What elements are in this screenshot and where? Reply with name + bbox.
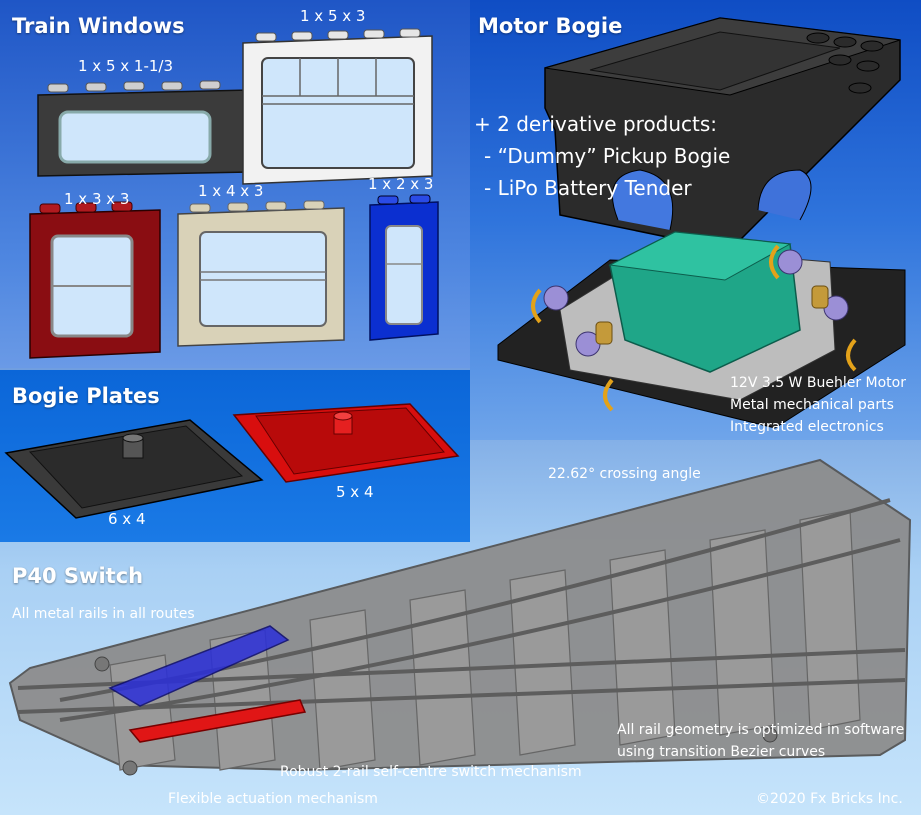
switch-blue-point bbox=[108, 625, 290, 707]
window-label-2: 1 x 5 x 3 bbox=[300, 7, 366, 25]
bogie-chassis bbox=[497, 231, 906, 429]
plate-label-5x4: 5 x 4 bbox=[336, 483, 374, 501]
switch-note-crossing-angle: 22.62° crossing angle bbox=[548, 466, 701, 482]
switch-note-metal-rails: All metal rails in all routes bbox=[12, 606, 195, 622]
window-label-1: 1 x 5 x 1-1/3 bbox=[78, 57, 174, 75]
window-label-3: 1 x 3 x 3 bbox=[64, 190, 130, 208]
bogie-plates-title: Bogie Plates bbox=[12, 384, 160, 408]
window-1x5x1 bbox=[37, 80, 251, 177]
plate-6x4 bbox=[4, 419, 264, 519]
window-label-4: 1 x 4 x 3 bbox=[198, 182, 264, 200]
train-windows-title: Train Windows bbox=[12, 14, 185, 38]
window-1x2x3 bbox=[369, 194, 439, 341]
derivative-item-2: - LiPo Battery Tender bbox=[484, 176, 692, 200]
switch-note-geometry-1: All rail geometry is optimized in softwa… bbox=[617, 722, 905, 738]
switch-note-geometry-2: using transition Bezier curves bbox=[617, 744, 826, 760]
switch-red-point bbox=[128, 699, 307, 743]
switch-title: P40 Switch bbox=[12, 564, 144, 588]
switch-note-mechanism: Robust 2-rail self-centre switch mechani… bbox=[280, 764, 582, 780]
switch-note-actuation: Flexible actuation mechanism bbox=[168, 791, 378, 807]
plate-5x4 bbox=[232, 403, 460, 483]
bogie-cover bbox=[544, 17, 901, 251]
plate-label-6x4: 6 x 4 bbox=[108, 510, 146, 528]
derivative-item-1: - “Dummy” Pickup Bogie bbox=[484, 144, 731, 168]
bogie-feature-1: 12V 3.5 W Buehler Motor bbox=[730, 375, 906, 391]
bogie-feature-2: Metal mechanical parts bbox=[730, 397, 894, 413]
copyright: ©2020 Fx Bricks Inc. bbox=[756, 791, 903, 807]
window-1x3x3 bbox=[29, 201, 161, 359]
bogie-feature-3: Integrated electronics bbox=[730, 419, 884, 435]
window-1x4x3 bbox=[177, 200, 345, 347]
motor-bogie-title: Motor Bogie bbox=[478, 14, 623, 38]
derivative-heading: + 2 derivative products: bbox=[474, 112, 718, 136]
window-label-5: 1 x 2 x 3 bbox=[368, 175, 434, 193]
window-1x5x3 bbox=[242, 28, 433, 185]
